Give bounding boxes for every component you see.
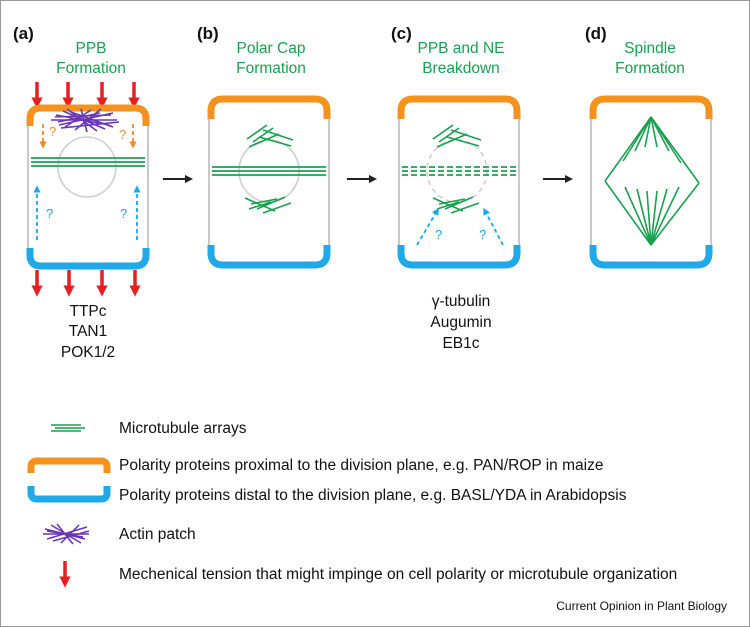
panel-b-title-line2: Formation: [236, 60, 306, 77]
distal-polarity-cap: [207, 245, 331, 269]
factor-pok: POK1/2: [61, 344, 115, 361]
spindle-microtubules: [604, 116, 700, 246]
panel-d: (d) Spindle Formation: [585, 24, 713, 269]
tension-arrows-bottom: [31, 270, 141, 297]
factor-tan1: TAN1: [69, 323, 107, 340]
panel-a-title-line1: PPB: [75, 40, 106, 57]
distal-polarity-icon: [27, 486, 111, 503]
polar-cap-microtubules-bottom: [244, 196, 292, 214]
question-mark: ?: [46, 206, 53, 221]
polar-cap-microtubules-top: [246, 124, 294, 148]
ppb-microtubules: [212, 166, 326, 176]
panel-c-title-line1: PPB and NE: [417, 40, 504, 57]
legend-label: Polarity proteins distal to the division…: [119, 487, 627, 504]
cell-wall: [208, 96, 330, 268]
nucleus: [57, 136, 117, 198]
factor-eb1c: EB1c: [442, 335, 479, 352]
panel-d-title-line1: Spindle: [624, 40, 676, 57]
legend-label: Mechenical tension that might impinge on…: [119, 566, 677, 583]
cell-wall: [27, 105, 149, 269]
polar-cap-microtubules-top: [432, 124, 482, 148]
polar-cap-microtubules-bottom: [432, 196, 480, 214]
panel-d-title-line2: Formation: [615, 60, 685, 77]
question-mark: ?: [479, 227, 486, 242]
actin-patch-icon: [43, 523, 90, 545]
proximal-polarity-cap: [397, 95, 521, 119]
panel-c-letter: (c): [391, 24, 412, 43]
proximal-polarity-icon: [27, 457, 111, 473]
panel-b: (b) Polar Cap Formation: [197, 24, 331, 269]
panel-b-title-line1: Polar Cap: [237, 40, 306, 57]
tension-arrows-top: [31, 82, 140, 109]
factor-gamma-tubulin: γ-tubulin: [432, 293, 491, 310]
question-mark: ?: [120, 206, 127, 221]
panel-c: (c) PPB and NE Breakdown ? ?: [391, 24, 521, 352]
factor-ttpc: TTPc: [69, 303, 106, 320]
panel-b-letter: (b): [197, 24, 219, 43]
credit-line: Current Opinion in Plant Biology: [556, 599, 727, 613]
legend-label: Polarity proteins proximal to the divisi…: [119, 457, 603, 474]
actin-patch: [51, 108, 120, 133]
question-mark: ?: [119, 127, 126, 142]
distal-polarity-cap: [589, 245, 713, 269]
distal-polarity-cap: [397, 245, 521, 269]
legend-label: Microtubule arrays: [119, 420, 247, 437]
panel-c-title-line2: Breakdown: [422, 60, 500, 77]
panel-a-letter: (a): [13, 24, 34, 43]
ppb-microtubules-dispersing: [402, 166, 516, 176]
legend: Microtubule arrays Polarity proteins pro…: [27, 420, 677, 588]
ppb-microtubules: [31, 157, 145, 167]
proximal-polarity-cap: [589, 95, 713, 119]
panel-d-letter: (d): [585, 24, 607, 43]
panel-a: (a) PPB Formation: [13, 24, 150, 361]
legend-label: Actin patch: [119, 526, 196, 543]
microtubule-icon: [51, 424, 85, 432]
proximal-polarity-cap: [207, 95, 331, 119]
distal-polarity-cap: [26, 248, 150, 270]
question-mark: ?: [435, 227, 442, 242]
panel-a-title-line2: Formation: [56, 60, 126, 77]
cell-wall: [398, 96, 520, 268]
factor-augumin: Augumin: [430, 314, 491, 331]
proximal-polarity-cap: [26, 104, 150, 126]
question-mark: ?: [49, 124, 56, 139]
